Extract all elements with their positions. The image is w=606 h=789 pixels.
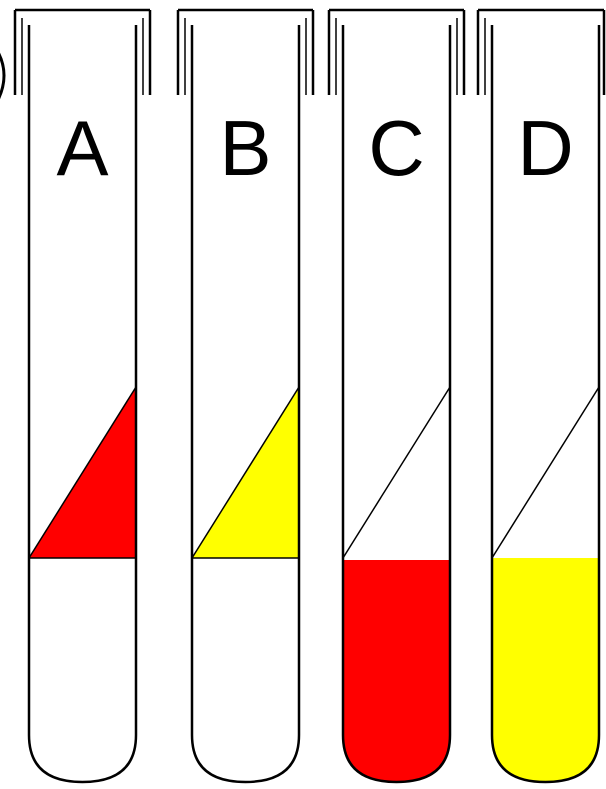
tube-b-butt [192,560,299,782]
tube-c: C [329,10,464,782]
tube-c-butt [343,560,450,782]
tube-c-slant-line [343,387,450,558]
tube-label-a: A [56,104,108,192]
tube-label-b: B [219,104,271,192]
tube-a: A [15,10,150,782]
tube-d-slant-line [492,387,599,558]
tube-a-butt [29,560,136,782]
tube-d: D [478,10,604,782]
tube-b: B [178,10,313,782]
cropped-parenthesis [0,52,4,100]
tube-d-butt [492,558,599,782]
tube-label-c: C [368,104,424,192]
tube-label-d: D [517,104,573,192]
